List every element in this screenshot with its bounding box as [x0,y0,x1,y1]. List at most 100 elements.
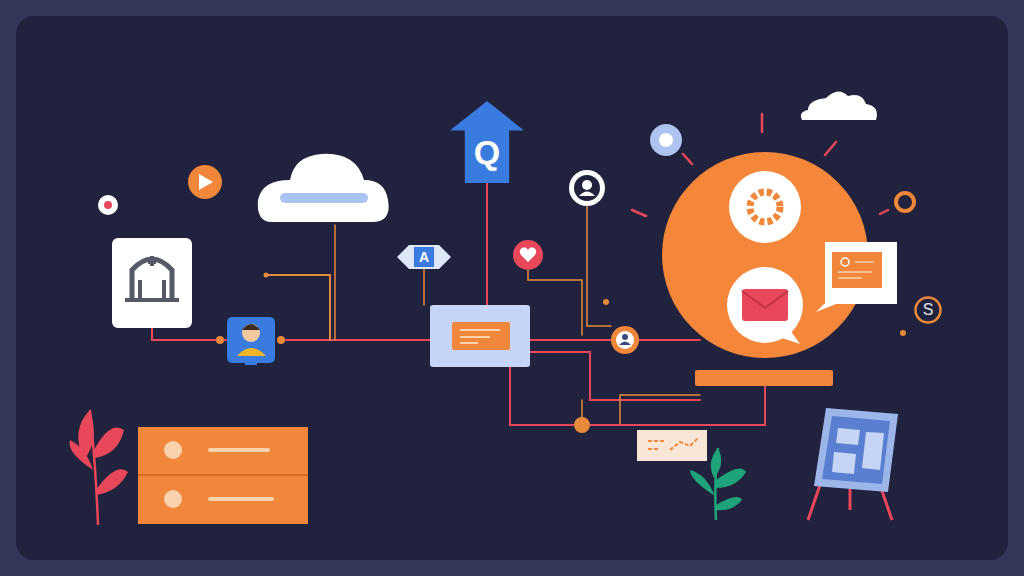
wires-part [423,268,425,305]
profile-icon-part [579,192,595,197]
tag-center [414,247,434,267]
arch-icon-box-part [112,238,192,328]
center-box-part [430,305,530,367]
small-user-icon-part [611,326,639,354]
list-panel-part [138,474,308,476]
center-box-part [452,322,510,350]
list-panel-part [164,441,182,459]
chart-card-part [825,242,897,304]
tablet-easel-part [832,428,884,474]
wires-part [582,395,700,425]
small-user-icon [611,326,639,354]
node-text: A [419,250,429,264]
wires-part [280,339,430,341]
tablet-easel-part [822,416,890,484]
sparks-part [632,114,888,216]
chart-card-part [841,258,849,266]
dots-part [98,195,118,215]
heart-icon [513,240,543,270]
wires-part [264,273,269,278]
user-icon-part [245,362,257,365]
node-text: Q [474,135,500,169]
wires-part [900,330,906,336]
arch-icon-box [112,238,192,328]
user-icon-part [237,348,266,356]
profile-icon-part [569,170,605,206]
heart-icon-part [513,240,543,270]
decor-part [650,124,682,156]
chart-card-part [838,262,874,278]
wires-part [587,206,611,326]
profile-icon [569,170,605,206]
decor-part [659,133,673,147]
chart-card-part [832,252,882,288]
user-icon [227,317,275,365]
chart-note [637,430,707,461]
wires-part [590,386,765,425]
small-user-icon-part [622,334,628,340]
hub-sphere-part [750,192,780,222]
green-plant-part [716,497,742,510]
dots-part [199,174,213,190]
house-icon: Q [450,101,524,183]
tablet-easel-part [814,408,898,492]
wires-part [277,336,285,344]
wires-part [528,270,582,335]
coin-circle: S [914,296,942,324]
green-plant [690,448,746,520]
tablet-easel [808,408,898,520]
hub-sphere-part [782,330,800,344]
center-box [430,305,530,367]
decor [650,91,914,211]
dots-part [104,201,112,209]
dots-part [188,165,222,199]
red-plant [69,410,128,525]
circle-shape [916,298,941,323]
red-plant-part [94,428,124,459]
decor-part [896,193,914,211]
user-icon-part [242,324,260,342]
hub-sphere-part [742,291,788,308]
list-panel [138,427,308,524]
red-plant-part [69,440,93,470]
cloud-part [258,154,389,222]
wires-part [603,299,609,305]
list-panel-part [138,427,308,524]
chart-note-part [648,438,698,450]
green-plant-part [711,448,721,478]
list-panel-part [210,450,272,499]
wires-part [216,336,224,344]
hub-sphere-part [759,201,771,213]
red-plant-part [96,469,128,495]
cloud [258,154,389,222]
hub-sphere-part [742,289,788,321]
list-panel-part [164,490,182,508]
panel [16,16,1008,560]
node-text: S [923,302,934,318]
chart-note-part [637,430,707,461]
green-plant-part [716,468,746,488]
chart-card [816,242,897,312]
tag-label: A [397,245,451,269]
profile-icon-part [582,180,592,190]
wires-part [530,352,700,400]
chart-card-part [816,304,836,312]
hub-sphere-part [729,171,801,243]
profile-icon-part [574,175,600,201]
small-user-icon-part [616,331,634,349]
small-user-icon-part [619,342,631,346]
wires-part [510,367,582,425]
wires-part [574,417,590,433]
user-icon-part [227,317,275,363]
user-icon-part [242,324,260,330]
sparks [632,114,888,216]
hub-sphere-part [695,370,833,386]
hub-sphere-part [727,267,803,343]
cloud-part [280,193,368,203]
house-shape [450,101,524,183]
wires-part [152,328,226,340]
heart-icon-part [520,247,537,262]
wires-part [334,225,336,340]
